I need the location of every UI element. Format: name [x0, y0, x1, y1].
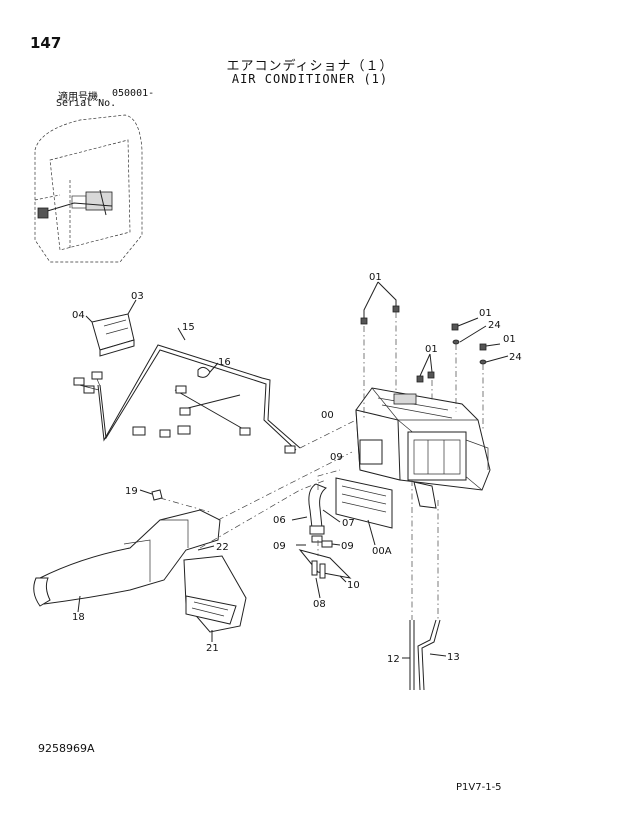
callout-09-left: 09	[273, 541, 286, 552]
callout-19: 19	[125, 486, 138, 497]
callout-24-lower: 24	[509, 352, 522, 363]
cab-location-inset	[34, 114, 143, 263]
document-number: 9258969A	[38, 742, 95, 755]
callout-13: 13	[447, 652, 460, 663]
page-number: 147	[30, 34, 62, 52]
inset-unit-location	[85, 191, 113, 211]
callout-16: 16	[218, 357, 231, 368]
callout-15: 15	[182, 322, 195, 333]
callout-09-upper: 09	[330, 452, 343, 463]
callout-07: 07	[342, 518, 355, 529]
callout-00A: 00A	[372, 546, 392, 557]
callout-09-right: 09	[341, 541, 354, 552]
part-06-07-hose	[291, 483, 341, 535]
callout-12: 12	[387, 654, 400, 665]
part-00A-filter	[335, 477, 393, 546]
title-english: AIR CONDITIONER (1)	[231, 72, 389, 86]
callout-03: 03	[131, 291, 144, 302]
callout-01-top: 01	[369, 272, 382, 283]
callout-22: 22	[216, 542, 229, 553]
page-code: P1V7-1-5	[456, 782, 502, 793]
part-00-air-conditioner-unit	[355, 387, 491, 509]
serial-value: 050001-	[112, 88, 155, 99]
callout-18: 18	[72, 612, 85, 623]
serial-label-english: Serial No.	[56, 98, 117, 109]
callout-24-upper: 24	[488, 320, 501, 331]
callout-00: 00	[321, 410, 334, 421]
callout-04: 04	[72, 310, 85, 321]
part-03-04-bracket	[85, 299, 137, 357]
part-10-drain-plate	[296, 535, 352, 599]
callout-01-right-lower: 01	[503, 334, 516, 345]
part-16-clamp	[197, 362, 219, 378]
callout-10: 10	[347, 580, 360, 591]
title-japanese: エアコンディショナ（１）	[226, 59, 394, 74]
callout-01-middle: 01	[425, 344, 438, 355]
part-12-13-drain-pipes	[402, 619, 447, 691]
callout-21: 21	[206, 643, 219, 654]
part-19-screw	[139, 489, 163, 501]
callout-08: 08	[313, 599, 326, 610]
callout-01-right-upper: 01	[479, 308, 492, 319]
callout-06: 06	[273, 515, 286, 526]
connection-lines	[159, 312, 484, 620]
part-15-wire-harness	[73, 327, 301, 454]
serial-label-japanese: 適用号機	[58, 92, 98, 103]
part-21-22-duct	[183, 545, 247, 642]
bolts-01-24	[360, 281, 509, 383]
part-18-duct	[33, 509, 221, 613]
